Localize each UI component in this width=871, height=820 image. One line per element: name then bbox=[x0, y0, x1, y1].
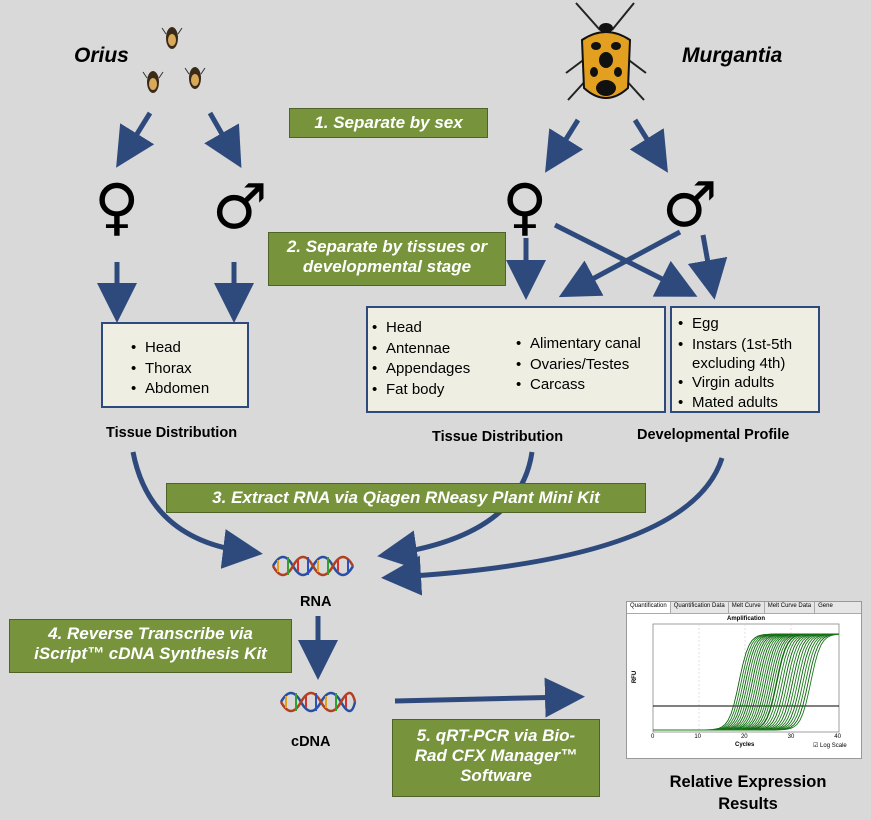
developmental-profile-label: Developmental Profile bbox=[637, 427, 790, 443]
list-item: Ovaries/Testes bbox=[516, 355, 641, 376]
x-tick-row: 0 10 20 30 40 bbox=[651, 734, 841, 740]
murgantia-bug-icon bbox=[565, 2, 647, 101]
murgantia-female-symbol: ♀ bbox=[502, 170, 548, 243]
tab-quantification[interactable]: Quantification bbox=[627, 602, 671, 613]
list-item: Head bbox=[131, 338, 247, 359]
flow-arrows bbox=[97, 111, 728, 718]
list-item: Head bbox=[372, 318, 470, 339]
x-tick: 0 bbox=[651, 734, 655, 740]
tab-melt-curve[interactable]: Melt Curve bbox=[729, 602, 765, 613]
tissue-distribution-label-left: Tissue Distribution bbox=[106, 425, 238, 441]
orius-bug-icon bbox=[161, 27, 183, 49]
step-1-box: 1. Separate by sex bbox=[289, 108, 488, 138]
step-5-box: 5. qRT-PCR via Bio-Rad CFX Manager™ Soft… bbox=[392, 719, 600, 797]
tissue-distribution-label-right: Tissue Distribution bbox=[432, 429, 564, 445]
step-3-box: 3. Extract RNA via Qiagen RNeasy Plant M… bbox=[166, 483, 646, 513]
list-item: Antennae bbox=[372, 339, 470, 360]
log-scale-label: Log Scale bbox=[820, 743, 847, 749]
cdna-label: cDNA bbox=[291, 734, 331, 750]
x-tick: 10 bbox=[694, 734, 701, 740]
list-item: Alimentary canal bbox=[516, 334, 641, 355]
software-tab-bar: Quantification Quantification Data Melt … bbox=[627, 602, 861, 614]
x-tick: 30 bbox=[787, 734, 795, 740]
list-item: Virgin adults bbox=[678, 373, 832, 394]
amplification-plot bbox=[652, 623, 840, 733]
tab-melt-curve-data[interactable]: Melt Curve Data bbox=[765, 602, 816, 613]
rna-label: RNA bbox=[300, 594, 332, 610]
list-item: Instars (1st-5th excluding 4th) bbox=[678, 335, 832, 373]
step-4-box: 4. Reverse Transcribe via iScript™ cDNA … bbox=[9, 619, 292, 673]
step-2-box: 2. Separate by tissues or developmental … bbox=[268, 232, 506, 286]
tab-quantification-data[interactable]: Quantification Data bbox=[671, 602, 729, 613]
murgantia-tissue-box: Head Antennae Appendages Fat body Alimen… bbox=[366, 306, 666, 413]
list-item: Egg bbox=[678, 314, 832, 335]
plot-title: Amplification bbox=[727, 616, 766, 622]
rna-helix-icon bbox=[271, 555, 355, 577]
list-item: Appendages bbox=[372, 359, 470, 380]
list-item: Carcass bbox=[516, 375, 641, 396]
list-item: Mated adults bbox=[678, 393, 832, 414]
tab-gene[interactable]: Gene bbox=[818, 603, 833, 609]
log-scale-checkbox[interactable]: ☑ Log Scale bbox=[813, 743, 847, 749]
x-tick: 40 bbox=[834, 734, 841, 740]
x-tick: 20 bbox=[740, 734, 748, 740]
orius-bug-icon bbox=[184, 67, 206, 89]
list-item: Abdomen bbox=[131, 379, 247, 400]
amplification-curve bbox=[653, 633, 840, 731]
orius-tissue-box: Head Thorax Abdomen bbox=[101, 322, 249, 408]
developmental-box: Egg Instars (1st-5th excluding 4th) Virg… bbox=[670, 306, 820, 413]
list-item: Thorax bbox=[131, 359, 247, 380]
orius-bug-icon bbox=[142, 71, 164, 93]
orius-female-symbol: ♀ bbox=[94, 170, 140, 243]
cfx-manager-window: Quantification Quantification Data Melt … bbox=[626, 601, 862, 759]
orius-male-symbol: ♂ bbox=[212, 170, 268, 243]
species-murgantia: Murgantia bbox=[682, 44, 783, 67]
list-item: Fat body bbox=[372, 380, 470, 401]
species-orius: Orius bbox=[74, 44, 129, 67]
murgantia-male-symbol: ♂ bbox=[662, 168, 718, 241]
results-label: Relative Expression Results bbox=[669, 773, 827, 813]
plot-xlabel: Cycles bbox=[735, 742, 755, 748]
cdna-helix-icon bbox=[279, 691, 357, 713]
